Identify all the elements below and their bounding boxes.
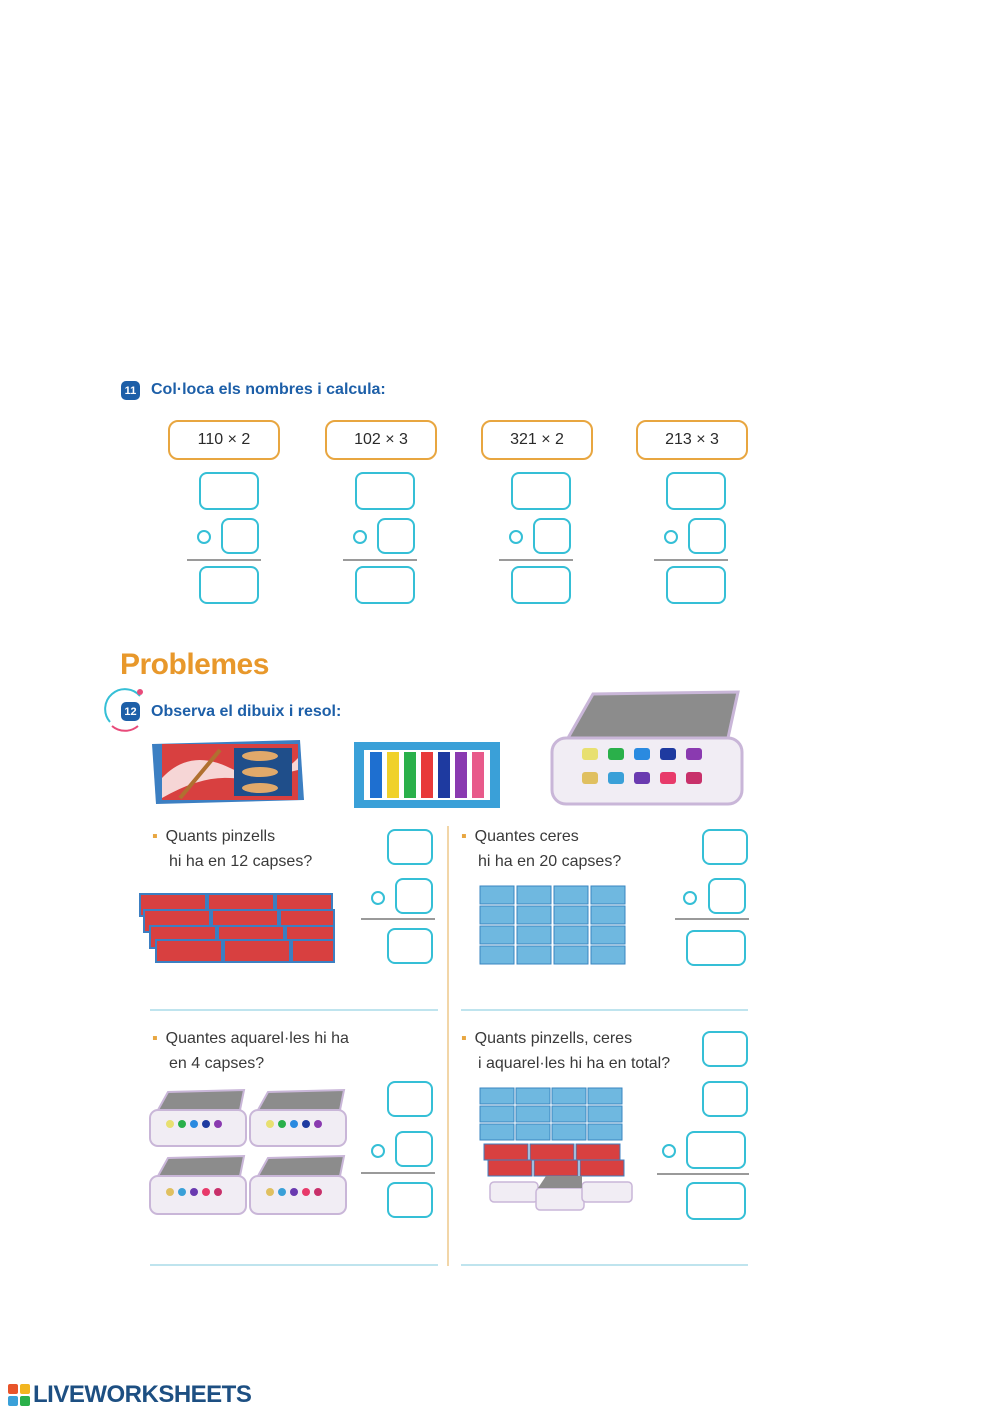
question-1-line2: hi ha en 12 capses? <box>169 853 313 870</box>
section-divider <box>150 1264 438 1266</box>
answer-box-result[interactable] <box>666 566 726 604</box>
section-divider <box>150 1009 438 1011</box>
answer-box-factor[interactable] <box>395 1131 433 1167</box>
question-4-line1: Quants pinzells, ceres <box>474 1030 633 1047</box>
exercise-12-instruction: Observa el dibuix i resol: <box>151 703 342 720</box>
column-divider <box>447 826 449 1266</box>
answer-box-factor[interactable] <box>702 829 748 865</box>
operator-circle[interactable] <box>509 530 523 544</box>
bullet: ▪ <box>461 1030 467 1047</box>
answer-box-factor[interactable] <box>688 518 726 554</box>
answer-box-result[interactable] <box>686 930 746 966</box>
answer-box-factor[interactable] <box>702 1081 748 1117</box>
answer-box-result[interactable] <box>387 928 433 964</box>
answer-box-factor[interactable] <box>702 1031 748 1067</box>
question-1: ▪ Quants pinzells hi ha en 12 capses? <box>152 824 312 874</box>
answer-box-factor[interactable] <box>686 1131 746 1169</box>
sum-line <box>657 1173 749 1175</box>
question-2: ▪ Quantes ceres hi ha en 20 capses? <box>461 824 621 874</box>
brush-box-image <box>152 740 304 804</box>
operator-circle[interactable] <box>353 530 367 544</box>
all-boxes-image <box>479 1087 633 1211</box>
watercolor-box-image <box>550 690 744 806</box>
operator-circle[interactable] <box>683 891 697 905</box>
operator-circle[interactable] <box>664 530 678 544</box>
section-divider <box>461 1264 748 1266</box>
question-2-line2: hi ha en 20 capses? <box>478 853 622 870</box>
operation-box-2: 102 × 3 <box>325 420 437 460</box>
multiple-intelligences-icon <box>104 688 143 732</box>
answer-box-factor[interactable] <box>511 472 571 510</box>
answer-box-factor[interactable] <box>221 518 259 554</box>
answer-box-factor[interactable] <box>355 472 415 510</box>
answer-box-result[interactable] <box>686 1182 746 1220</box>
bullet: ▪ <box>152 1030 158 1047</box>
four-watercolor-boxes-image <box>149 1088 347 1215</box>
liveworksheets-logo-icon <box>8 1384 30 1406</box>
question-2-line1: Quantes ceres <box>474 828 579 845</box>
bullet: ▪ <box>152 828 158 845</box>
sum-line <box>343 559 417 561</box>
sum-line <box>675 918 749 920</box>
answer-box-factor[interactable] <box>387 829 433 865</box>
answer-box-factor[interactable] <box>387 1081 433 1117</box>
operation-box-3: 321 × 2 <box>481 420 593 460</box>
question-1-line1: Quants pinzells <box>165 828 276 845</box>
operator-circle[interactable] <box>197 530 211 544</box>
answer-box-factor[interactable] <box>395 878 433 914</box>
operation-box-4: 213 × 3 <box>636 420 748 460</box>
sum-line <box>361 1172 435 1174</box>
question-4-line2: i aquarel·les hi ha en total? <box>478 1055 671 1072</box>
answer-box-result[interactable] <box>355 566 415 604</box>
exercise-11-instruction: Col·loca els nombres i calcula: <box>151 381 386 398</box>
sum-line <box>499 559 573 561</box>
question-4: ▪ Quants pinzells, ceres i aquarel·les hi… <box>461 1026 670 1076</box>
answer-box-factor[interactable] <box>708 878 746 914</box>
bullet: ▪ <box>461 828 467 845</box>
twelve-brush-boxes-image <box>139 893 335 963</box>
answer-box-result[interactable] <box>387 1182 433 1218</box>
sum-line <box>654 559 728 561</box>
answer-box-factor[interactable] <box>199 472 259 510</box>
operator-circle[interactable] <box>371 891 385 905</box>
answer-box-factor[interactable] <box>377 518 415 554</box>
sum-line <box>187 559 261 561</box>
answer-box-result[interactable] <box>199 566 259 604</box>
answer-box-factor[interactable] <box>533 518 571 554</box>
question-3: ▪ Quantes aquarel·les hi ha en 4 capses? <box>152 1026 349 1076</box>
answer-box-result[interactable] <box>511 566 571 604</box>
exercise-11-number: 11 <box>121 381 140 400</box>
sum-line <box>361 918 435 920</box>
question-3-line2: en 4 capses? <box>169 1055 265 1072</box>
footer-brand: LIVEWORKSHEETS <box>33 1381 252 1408</box>
crayon-box-image <box>354 742 500 808</box>
footer-logo: LIVEWORKSHEETS <box>8 1381 252 1409</box>
section-divider <box>461 1009 748 1011</box>
operation-box-1: 110 × 2 <box>168 420 280 460</box>
answer-box-factor[interactable] <box>666 472 726 510</box>
operator-circle[interactable] <box>371 1144 385 1158</box>
question-3-line1: Quantes aquarel·les hi ha <box>165 1030 349 1047</box>
section-title: Problemes <box>120 648 269 681</box>
exercise-12-number: 12 <box>121 702 140 721</box>
operator-circle[interactable] <box>662 1144 676 1158</box>
twenty-crayon-boxes-image <box>479 885 626 965</box>
